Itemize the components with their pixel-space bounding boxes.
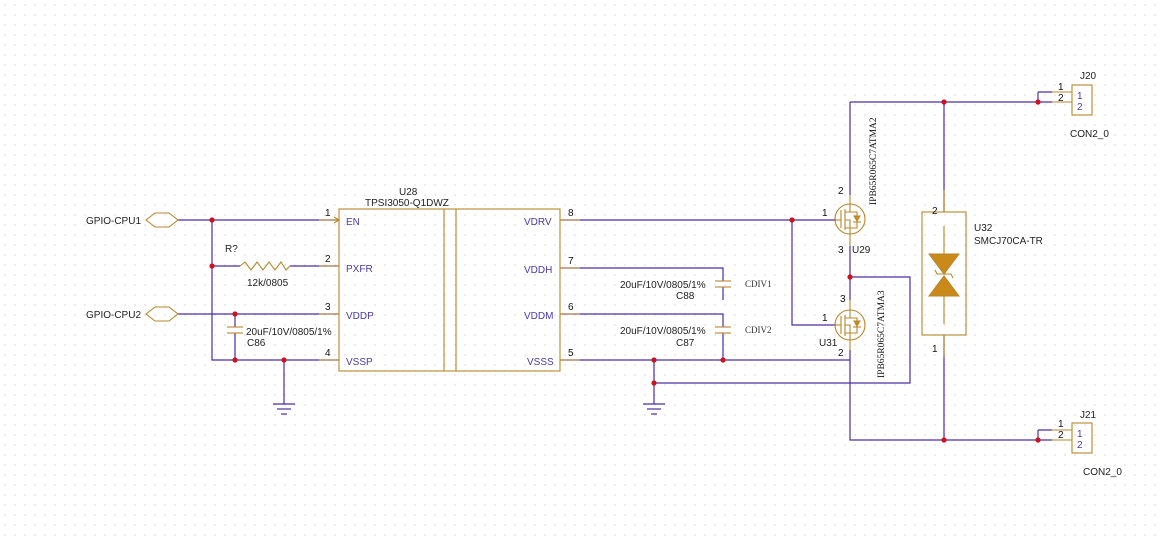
c88-value: 20uF/10V/0805/1% [620, 280, 706, 291]
u28-pin-vddp: VDDP [346, 311, 374, 322]
u29-pin-s: 3 [838, 245, 844, 256]
capacitor-c86[interactable]: 20uF/10V/0805/1% C86 [227, 326, 332, 349]
wires [177, 91, 1052, 441]
port-gpio-cpu1-label: GPIO-CPU1 [86, 216, 141, 227]
u32-pin-bot: 1 [932, 344, 938, 355]
u31-pin-g: 1 [822, 313, 828, 324]
u28-pin-vdrv: VDRV [524, 217, 552, 228]
j20-part: CON2_0 [1070, 129, 1109, 140]
net-mid-loop [654, 276, 911, 384]
resistor-r[interactable]: R? 12k/0805 [225, 244, 291, 289]
junction [232, 357, 238, 363]
u32-part: SMCJ70CA-TR [974, 236, 1043, 247]
j21-pin1-num: 1 [1058, 419, 1064, 430]
j20-pin1-name: 1 [1077, 91, 1083, 102]
capacitor-c87[interactable]: 20uF/10V/0805/1% C87 CDIV2 [620, 325, 772, 349]
j20-ref: J20 [1080, 71, 1097, 82]
resistor-value: 12k/0805 [247, 278, 289, 289]
junction [281, 357, 287, 363]
j21-pin2-name: 2 [1077, 440, 1083, 451]
u31-part: IPB65R065C7ATMA3 [877, 290, 887, 378]
u31-pin-d: 3 [840, 294, 846, 305]
j20-pin2-num: 2 [1058, 93, 1064, 104]
u28-pin8-num: 8 [568, 208, 574, 219]
ground-symbol-2 [643, 403, 665, 415]
junction [720, 357, 726, 363]
j21-pin2-num: 2 [1058, 430, 1064, 441]
u31-ref: U31 [819, 338, 838, 349]
u28-pin-vssp: VSSP [346, 357, 373, 368]
u28-pin4-num: 4 [325, 348, 331, 359]
u28-pin-pxfr: PXFR [346, 264, 373, 275]
c88-ref: C88 [676, 291, 695, 302]
c88-net: CDIV1 [745, 279, 772, 289]
u29-pin-d: 2 [838, 186, 844, 197]
c86-value: 20uF/10V/0805/1% [246, 327, 332, 338]
junctions [209, 99, 1041, 443]
junction [209, 217, 215, 223]
ground-symbol-1 [273, 403, 295, 415]
u28-pin3-num: 3 [325, 302, 331, 313]
capacitor-c88[interactable]: 20uF/10V/0805/1% C88 CDIV1 [620, 279, 772, 302]
u28-pin7-num: 7 [568, 256, 574, 267]
net-gate-u31 [791, 220, 836, 326]
u28-pin5-num: 5 [568, 348, 574, 359]
connector-j20[interactable]: J20 1 2 1 2 CON2_0 [1052, 71, 1109, 140]
u28-pin-vddh: VDDH [524, 265, 552, 276]
j21-pin1-name: 1 [1077, 429, 1083, 440]
port-gpio-cpu1[interactable]: GPIO-CPU1 [86, 212, 179, 228]
u28-pin-vsss: VSSS [527, 357, 554, 368]
port-gpio-cpu2-label: GPIO-CPU2 [86, 310, 141, 321]
j21-ref: J21 [1080, 410, 1097, 421]
junction [941, 99, 947, 105]
u29-ref: U29 [852, 245, 871, 256]
c87-value: 20uF/10V/0805/1% [620, 326, 706, 337]
junction [1035, 99, 1041, 105]
junction [1035, 437, 1041, 443]
u28-pin6-num: 6 [568, 302, 574, 313]
j20-pin1-num: 1 [1058, 82, 1064, 93]
j20-pin2-name: 2 [1077, 102, 1083, 113]
u28-pin-en: EN [346, 217, 360, 228]
ic-u28[interactable]: U28 TPSI3050-Q1DWZ 1 2 3 4 8 7 6 5 EN PX… [319, 187, 580, 372]
mosfet-u31[interactable]: 1 3 2 U31 IPB65R065C7ATMA3 [819, 290, 887, 378]
net-vddm [560, 313, 724, 360]
junction [232, 311, 238, 317]
junction [847, 274, 853, 280]
u28-part: TPSI3050-Q1DWZ [365, 198, 449, 209]
c87-ref: C87 [676, 338, 695, 349]
j21-part: CON2_0 [1083, 467, 1122, 478]
port-gpio-cpu2[interactable]: GPIO-CPU2 [86, 306, 179, 322]
net-vssp [211, 220, 339, 361]
mosfet-u29[interactable]: 1 2 3 U29 IPB65R065C7ATMA2 [822, 117, 879, 256]
c86-ref: C86 [247, 338, 266, 349]
u32-ref: U32 [974, 223, 993, 234]
u28-pin2-num: 2 [325, 254, 331, 265]
connector-j21[interactable]: J21 1 2 1 2 CON2_0 [1052, 410, 1122, 478]
u31-pin-s: 2 [838, 348, 844, 359]
u29-part: IPB65R065C7ATMA2 [869, 117, 879, 205]
net-vddh [560, 267, 724, 300]
u28-ref: U28 [399, 187, 418, 198]
c87-net: CDIV2 [745, 325, 772, 335]
junction [789, 217, 795, 223]
resistor-ref: R? [225, 244, 238, 255]
tvs-u32[interactable]: 2 1 U32 SMCJ70CA-TR [921, 190, 1043, 357]
u29-pin-g: 1 [822, 208, 828, 219]
junction [209, 263, 215, 269]
net-j21 [849, 350, 1038, 441]
junction [651, 357, 657, 363]
junction [941, 437, 947, 443]
u32-pin-top: 2 [932, 206, 938, 217]
u28-pin-vddm: VDDM [524, 311, 553, 322]
junction [651, 380, 657, 386]
u28-pin1-num: 1 [325, 208, 331, 219]
